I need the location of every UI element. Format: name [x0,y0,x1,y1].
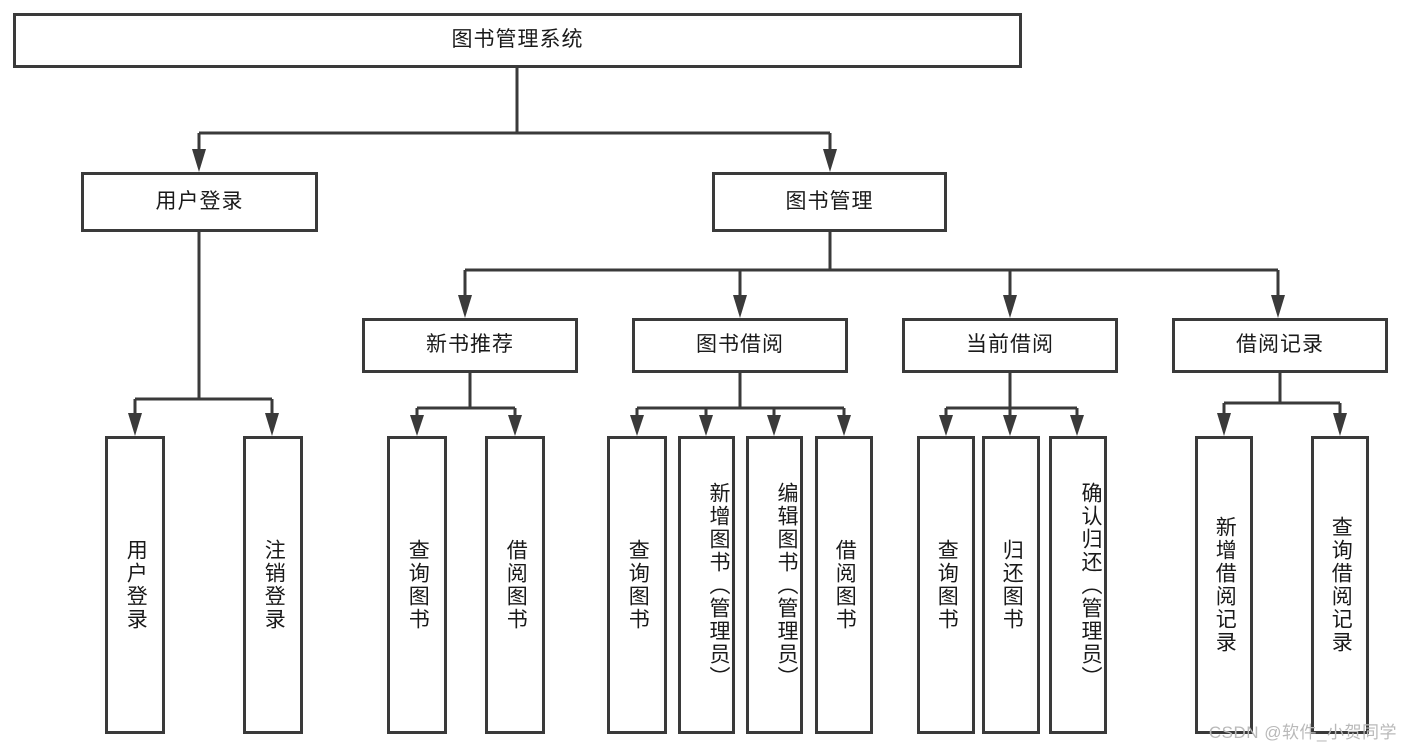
node-label: 查询图书 [406,539,430,631]
node-user-login[interactable]: 用户登录 [81,172,318,232]
node-new-book-recommend[interactable]: 新书推荐 [362,318,578,373]
arrowhead-book-borrow [733,295,747,318]
node-label: 图书管理 [785,189,874,213]
node-label: 查询借阅记录 [1329,516,1353,654]
arrowhead-leaf-edit-book [767,415,781,436]
arrowhead-leaf-query-book-b [630,415,644,436]
node-label: 用户登录 [155,189,244,213]
node-label: 用户登录 [124,539,148,631]
arrowhead-leaf-query-book-a [410,415,424,436]
node-root-book-management-system[interactable]: 图书管理系统 [13,13,1022,68]
node-book-management[interactable]: 图书管理 [712,172,947,232]
arrowhead-leaf-borrow-book-a [508,415,522,436]
leaf-add-borrow-record[interactable]: 新增借阅记录 [1195,436,1253,734]
leaf-query-book-new-recommend[interactable]: 查询图书 [387,436,447,734]
arrowhead-leaf-borrow-book-b [837,415,851,436]
arrowhead-book-mgmt [823,149,837,172]
node-label: 图书借阅 [696,333,784,357]
arrowhead-leaf-query-book-c [939,415,953,436]
arrowhead-current-borrow [1003,295,1017,318]
leaf-borrow-book-new-recommend[interactable]: 借阅图书 [485,436,545,734]
node-label: 编辑图书（管理员） [775,481,798,689]
arrowhead-leaf-query-record [1333,413,1347,436]
node-label: 查询图书 [626,539,650,631]
node-label: 归还图书 [1000,539,1024,631]
leaf-edit-book-admin[interactable]: 编辑图书（管理员） [746,436,803,734]
node-label: 借阅图书 [504,539,528,631]
arrowhead-leaf-user-login [128,413,142,436]
arrowhead-new-book [458,295,472,318]
node-label: 新增借阅记录 [1213,516,1237,654]
node-label: 确认归还（管理员） [1079,481,1102,689]
node-label: 查询图书 [935,539,959,631]
leaf-query-book-current[interactable]: 查询图书 [917,436,975,734]
leaf-borrow-book[interactable]: 借阅图书 [815,436,873,734]
arrowhead-borrow-record [1271,295,1285,318]
arrowhead-leaf-logout [265,413,279,436]
node-label: 注销登录 [262,539,286,631]
node-book-borrow[interactable]: 图书借阅 [632,318,848,373]
leaf-return-book[interactable]: 归还图书 [982,436,1040,734]
arrowhead-leaf-add-book [699,415,713,436]
node-label: 新增图书（管理员） [707,481,730,689]
leaf-logout[interactable]: 注销登录 [243,436,303,734]
node-label: 借阅图书 [833,539,857,631]
leaf-confirm-return-admin[interactable]: 确认归还（管理员） [1049,436,1107,734]
arrowhead-leaf-confirm-return [1070,415,1084,436]
node-label: 借阅记录 [1236,333,1324,357]
node-label: 图书管理系统 [451,28,584,52]
node-current-borrow[interactable]: 当前借阅 [902,318,1118,373]
leaf-query-book-borrow[interactable]: 查询图书 [607,436,667,734]
arrowhead-user-login [192,149,206,172]
leaf-add-book-admin[interactable]: 新增图书（管理员） [678,436,735,734]
leaf-user-login[interactable]: 用户登录 [105,436,165,734]
leaf-query-borrow-record[interactable]: 查询借阅记录 [1311,436,1369,734]
node-label: 新书推荐 [426,333,514,357]
node-borrow-record[interactable]: 借阅记录 [1172,318,1388,373]
arrowhead-leaf-return-book [1003,415,1017,436]
arrowhead-leaf-add-record [1217,413,1231,436]
node-label: 当前借阅 [966,333,1054,357]
